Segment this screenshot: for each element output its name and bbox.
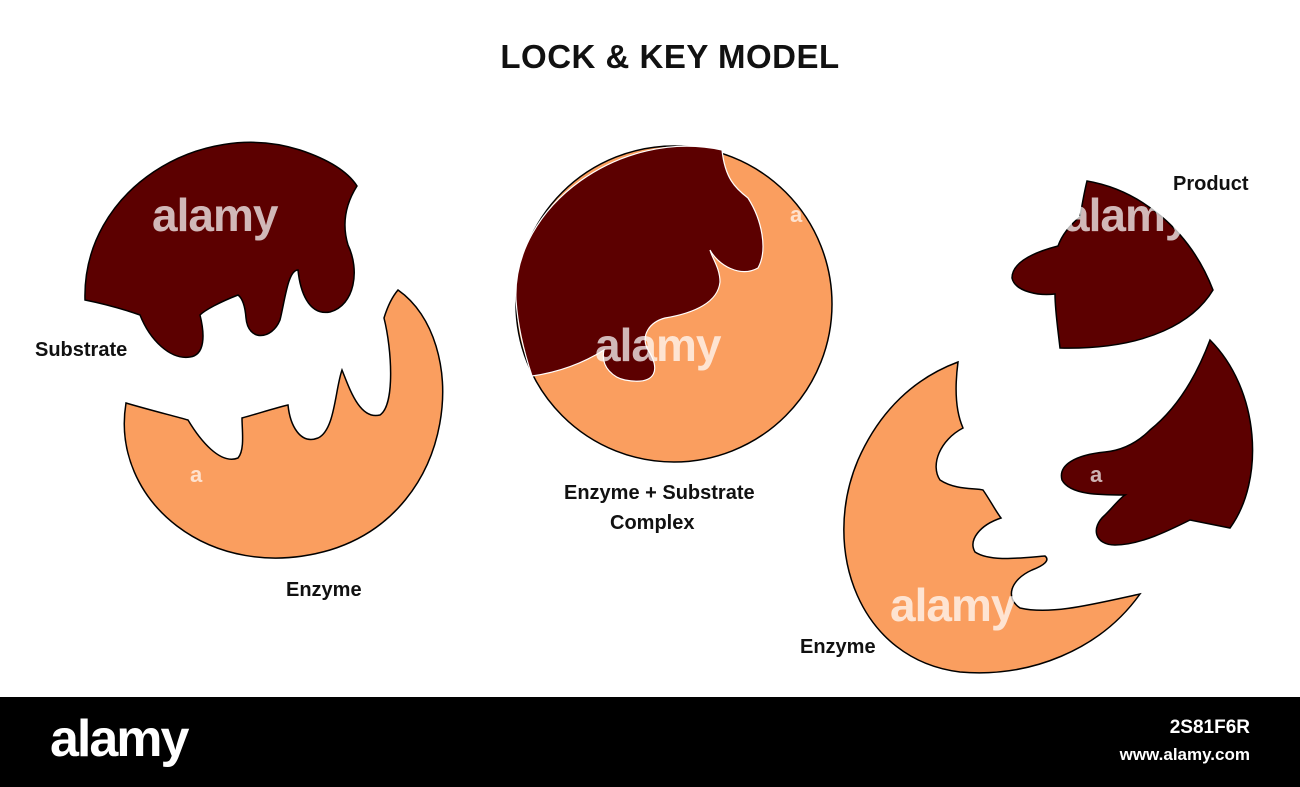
product-shape-bottom <box>1060 338 1254 546</box>
footer-image-id: 2S81F6R <box>1169 717 1250 738</box>
diagram-stage: alamy alamy alamy alamy a a a LOCK & KEY… <box>35 38 1254 674</box>
label-product: Product <box>1173 173 1249 195</box>
lock-key-diagram <box>84 141 1254 674</box>
label-enzyme-left: Enzyme <box>286 579 362 601</box>
label-enzyme-right: Enzyme <box>800 636 876 658</box>
diagram-title: LOCK & KEY MODEL <box>500 38 840 75</box>
label-complex-line1: Enzyme + Substrate <box>564 482 755 504</box>
substrate-shape-left <box>84 141 358 358</box>
substrate-shape-complex <box>515 145 764 382</box>
label-complex-line2: Complex <box>610 512 695 534</box>
label-substrate: Substrate <box>35 339 128 361</box>
enzyme-shape-right <box>843 360 1142 674</box>
enzyme-shape-left <box>123 288 444 559</box>
footer-logo: alamy <box>50 710 189 768</box>
product-shape-top <box>1011 180 1214 349</box>
stock-footer-bar: alamy 2S81F6R www.alamy.com <box>0 697 1300 787</box>
footer-site-url: www.alamy.com <box>1119 745 1250 764</box>
